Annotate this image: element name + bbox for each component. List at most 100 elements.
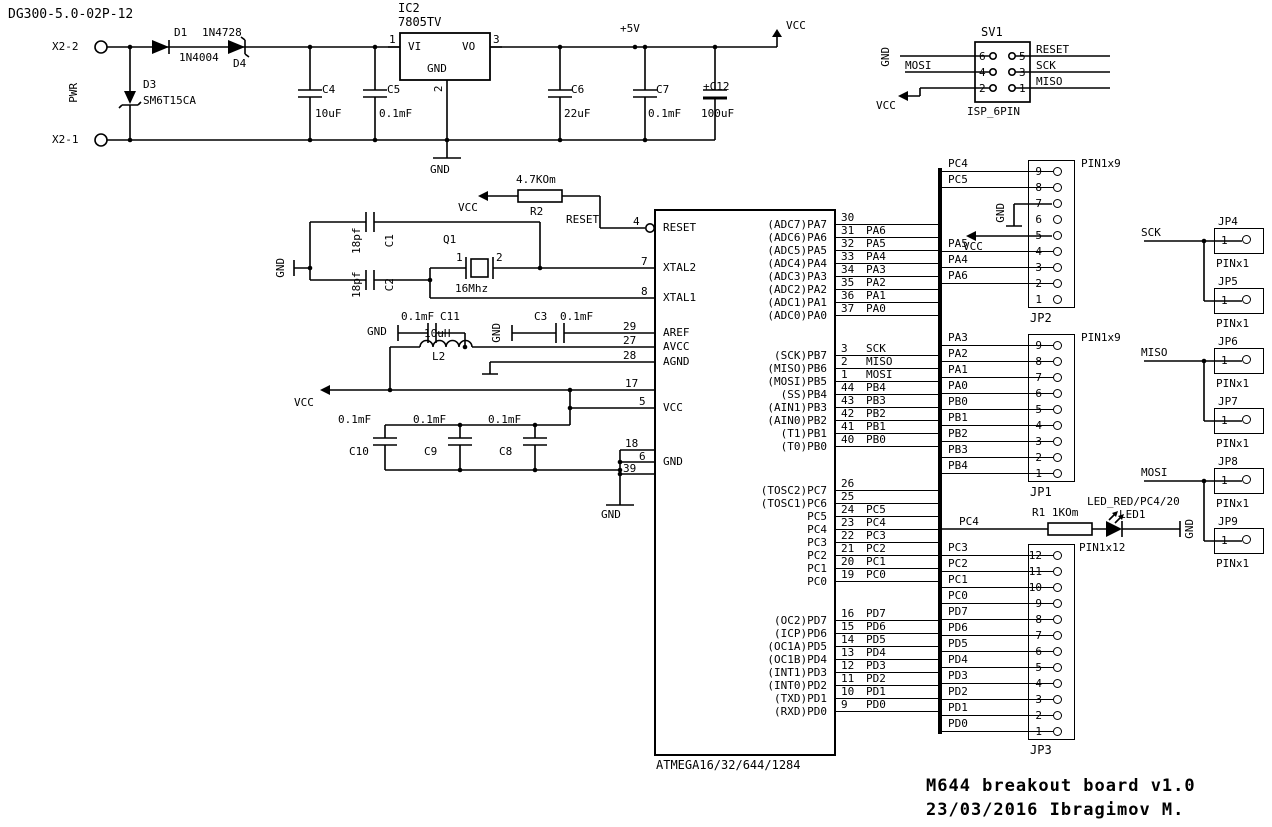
pin-wire — [835, 433, 940, 434]
net-label: PD7 — [866, 607, 886, 620]
ic1-reset-pin-label: RESET — [663, 221, 697, 234]
net-label: PA6 — [866, 224, 886, 237]
c10-value: 0.1mF — [338, 413, 372, 426]
pin-function-label: (OC2)PD7 — [774, 614, 827, 627]
pin-function-label: PC1 — [807, 562, 827, 575]
r1-resistor-body — [1047, 522, 1093, 536]
net-label: PA2 — [866, 276, 886, 289]
pin-number: 12 — [841, 659, 855, 672]
jp2-connector-body — [1028, 160, 1075, 308]
pin-number: 42 — [841, 407, 855, 420]
c11-value: 0.1mF — [401, 310, 435, 323]
net-label: PA3 — [866, 263, 886, 276]
ic1-pin-row: (OC2)PD7 16 PD7 — [655, 608, 940, 627]
led-triangle — [1106, 521, 1122, 537]
net-label: PA1 — [866, 289, 886, 302]
jack-body: 1 — [1214, 288, 1264, 314]
c10-refdes: C10 — [349, 445, 369, 458]
pin-wire — [835, 529, 940, 530]
pin-pad — [1242, 415, 1251, 424]
isp-reset-net-label: RESET — [1036, 43, 1070, 56]
net-label: PB2 — [948, 427, 968, 440]
ic1-pin7-number: 7 — [641, 255, 648, 268]
mid-vcc-arrow — [320, 385, 330, 395]
ic1-pin-row: PC3 22 PC3 — [655, 530, 940, 549]
c5-value: 0.1mF — [379, 107, 413, 120]
pin-pad — [1053, 711, 1062, 720]
jack-refdes: JP8 — [1218, 455, 1238, 468]
pin-function-label: (ADC3)PA3 — [767, 270, 827, 283]
pin-number: 9 — [1035, 339, 1042, 352]
pin-number: 3 — [1035, 693, 1042, 706]
pin-function-label: (RXD)PD0 — [774, 705, 827, 718]
isp-miso-net-label: MISO — [1036, 75, 1063, 88]
jp1-refdes: JP1 — [1030, 485, 1052, 499]
pin-pad — [1053, 469, 1062, 478]
net-label: PA6 — [948, 269, 968, 282]
x2-1-terminal — [94, 133, 108, 147]
ic1-pin-row: (MOSI)PB5 1 MOSI — [655, 369, 940, 388]
ic1-pin-row: (INT1)PD3 12 PD3 — [655, 660, 940, 679]
ic1-pin-row: PC5 24 PC5 — [655, 504, 940, 523]
q1-refdes: Q1 — [443, 233, 457, 246]
net-label: PA5 — [866, 237, 886, 250]
connector-pin-row: 4 PA5 — [940, 238, 1075, 260]
isp-vcc-net-label: VCC — [876, 99, 896, 112]
connector-pin-row: 2 PD1 — [940, 702, 1075, 724]
pin-wire — [835, 711, 940, 712]
ic1-pin-row: (ADC1)PA1 36 PA1 — [655, 290, 940, 309]
pin-number: 43 — [841, 394, 855, 407]
ic1-pin-row: (ADC6)PA6 31 PA6 — [655, 225, 940, 244]
c6-refdes: C6 — [571, 83, 585, 96]
jp1-connector-body — [1028, 334, 1075, 482]
pin-number: 9 — [1035, 597, 1042, 610]
ic1-pin39-number: 39 — [623, 462, 637, 475]
d3-value: SM6T15CA — [143, 94, 196, 107]
q1-crystal-body — [470, 258, 489, 278]
vcc-arrow-top — [772, 29, 782, 37]
pin-wire — [835, 555, 940, 556]
pin-function-label: PC3 — [807, 536, 827, 549]
jp2-gnd-label: GND — [994, 202, 1008, 223]
net-label: PC2 — [948, 557, 968, 570]
c2-value: 18pf — [350, 271, 364, 299]
vcc-decoupling-wires — [322, 389, 655, 506]
pin-number: 4 — [1035, 677, 1042, 690]
sv1-refdes: SV1 — [981, 25, 1003, 39]
net-label: PD3 — [948, 669, 968, 682]
pin-wire — [835, 646, 940, 647]
pin-number: 15 — [841, 620, 855, 633]
pin-number: 16 — [841, 607, 855, 620]
analog-supply-wires — [389, 323, 655, 390]
c12-value: 100uF — [701, 107, 735, 120]
pin-function-label: (MISO)PB6 — [767, 362, 827, 375]
jack-refdes: JP9 — [1218, 515, 1238, 528]
jack-body: 1 — [1214, 408, 1264, 434]
pin-wire — [940, 619, 1053, 620]
pin-function-label: (ADC1)PA1 — [767, 296, 827, 309]
pin-pad — [1053, 357, 1062, 366]
pin-function-label: (ADC6)PA6 — [767, 231, 827, 244]
net-label: PC1 — [948, 573, 968, 586]
pin-number: 4 — [1035, 419, 1042, 432]
pin-number: 5 — [1035, 229, 1042, 242]
vcc-net-label: VCC — [786, 19, 806, 32]
net-label: PC4 — [866, 516, 886, 529]
single-pin-header: JP9 1 PINx1 — [1214, 516, 1266, 576]
pin-number: 1 — [1221, 294, 1228, 307]
pin-number: 1 — [1221, 474, 1228, 487]
net-label: PB3 — [866, 394, 886, 407]
pin-pad — [1053, 263, 1062, 272]
ic1-pin29-number: 29 — [623, 320, 637, 333]
net-label: PB1 — [948, 411, 968, 424]
c9-refdes: C9 — [424, 445, 438, 458]
isp-vcc-arrow — [898, 91, 908, 101]
connector-pin-row: 7 PD6 — [940, 622, 1075, 644]
pin-pad — [1053, 373, 1062, 382]
pin-number: 20 — [841, 555, 855, 568]
jack-refdes: JP6 — [1218, 335, 1238, 348]
pin-number: 26 — [841, 477, 855, 490]
net-label: PB2 — [866, 407, 886, 420]
l2-inductor-coil — [419, 339, 473, 348]
